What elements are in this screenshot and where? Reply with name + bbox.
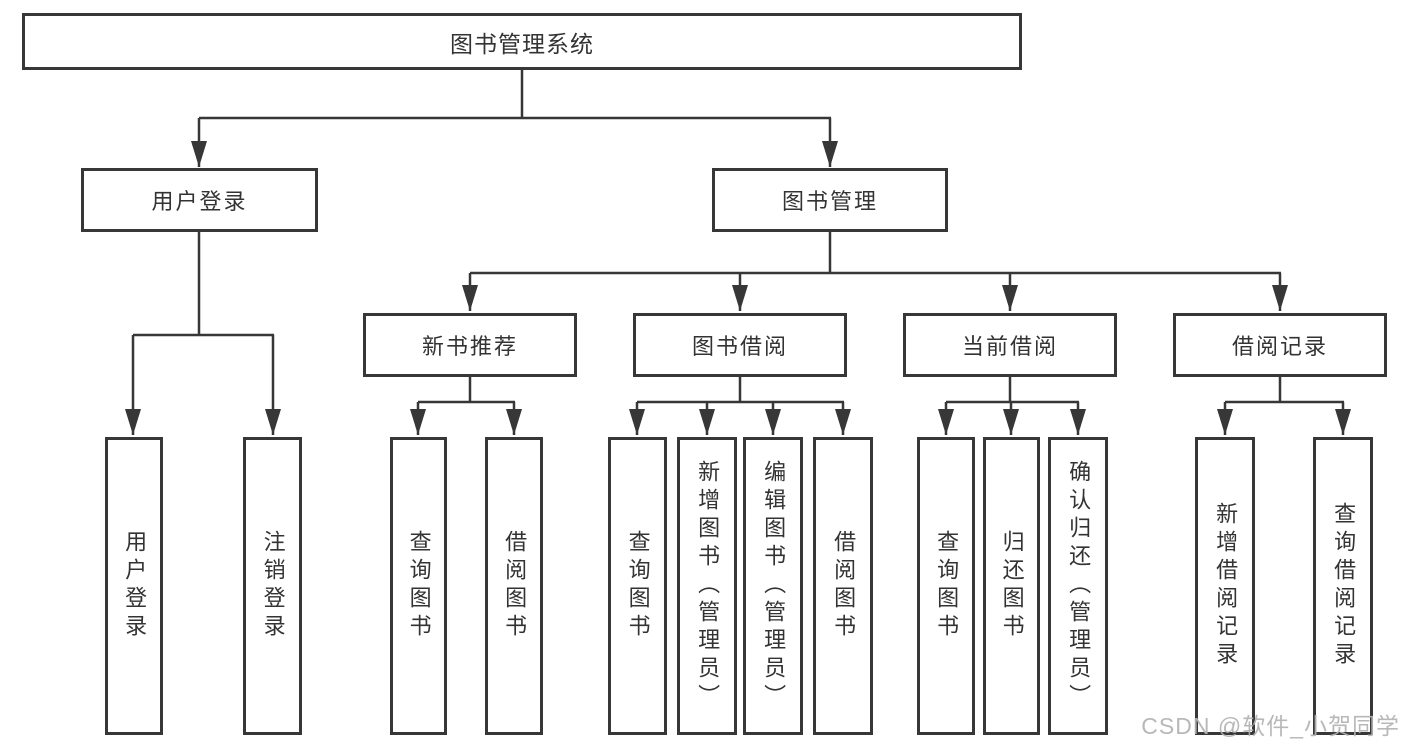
node-label: 当前借阅 xyxy=(961,334,1058,359)
leaf-logout: 注销登录 xyxy=(243,437,302,735)
node-label: 图书管理系统 xyxy=(450,30,594,57)
node-book-management: 图书管理 xyxy=(712,168,948,232)
node-label: 确认归还（管理员） xyxy=(1066,460,1092,712)
node-library-system: 图书管理系统 xyxy=(22,13,1022,70)
node-label: 图书借阅 xyxy=(691,334,788,359)
node-new-book-recommend: 新书推荐 xyxy=(363,313,577,377)
leaf-query-borrow-record: 查询借阅记录 xyxy=(1313,437,1373,735)
leaf-add-borrow-record: 新增借阅记录 xyxy=(1195,437,1255,735)
node-book-borrow: 图书借阅 xyxy=(633,313,847,377)
node-label: 用户登录 xyxy=(151,189,248,214)
leaf-query-books-recommend: 查询图书 xyxy=(390,437,447,735)
node-current-borrow: 当前借阅 xyxy=(903,313,1117,377)
node-label: 新增借阅记录 xyxy=(1213,502,1239,670)
leaf-return-books: 归还图书 xyxy=(983,437,1040,735)
node-label: 借阅图书 xyxy=(502,530,528,642)
node-label: 查询图书 xyxy=(625,530,651,642)
node-label: 归还图书 xyxy=(999,530,1025,642)
leaf-confirm-return-admin: 确认归还（管理员） xyxy=(1048,437,1108,735)
node-label: 编辑图书（管理员） xyxy=(761,460,787,712)
leaf-query-books-current: 查询图书 xyxy=(917,437,975,735)
node-label: 查询图书 xyxy=(406,530,432,642)
leaf-edit-book-admin: 编辑图书（管理员） xyxy=(743,437,803,735)
node-label: 用户登录 xyxy=(122,530,148,642)
leaf-user-login: 用户登录 xyxy=(105,437,163,735)
leaf-borrow-books: 借阅图书 xyxy=(813,437,873,735)
leaf-add-book-admin: 新增图书（管理员） xyxy=(677,437,737,735)
node-label: 图书管理 xyxy=(781,189,878,214)
node-label: 借阅记录 xyxy=(1231,334,1328,359)
node-label: 借阅图书 xyxy=(831,530,857,642)
node-label: 查询图书 xyxy=(934,530,960,642)
node-user-login: 用户登录 xyxy=(81,168,318,232)
leaf-query-books-borrow: 查询图书 xyxy=(608,437,667,735)
node-borrow-records: 借阅记录 xyxy=(1173,313,1387,377)
node-label: 查询借阅记录 xyxy=(1331,502,1357,670)
node-label: 新增图书（管理员） xyxy=(695,460,721,712)
node-label: 新书推荐 xyxy=(421,334,518,359)
node-label: 注销登录 xyxy=(260,530,286,642)
leaf-borrow-books-recommend: 借阅图书 xyxy=(485,437,543,735)
